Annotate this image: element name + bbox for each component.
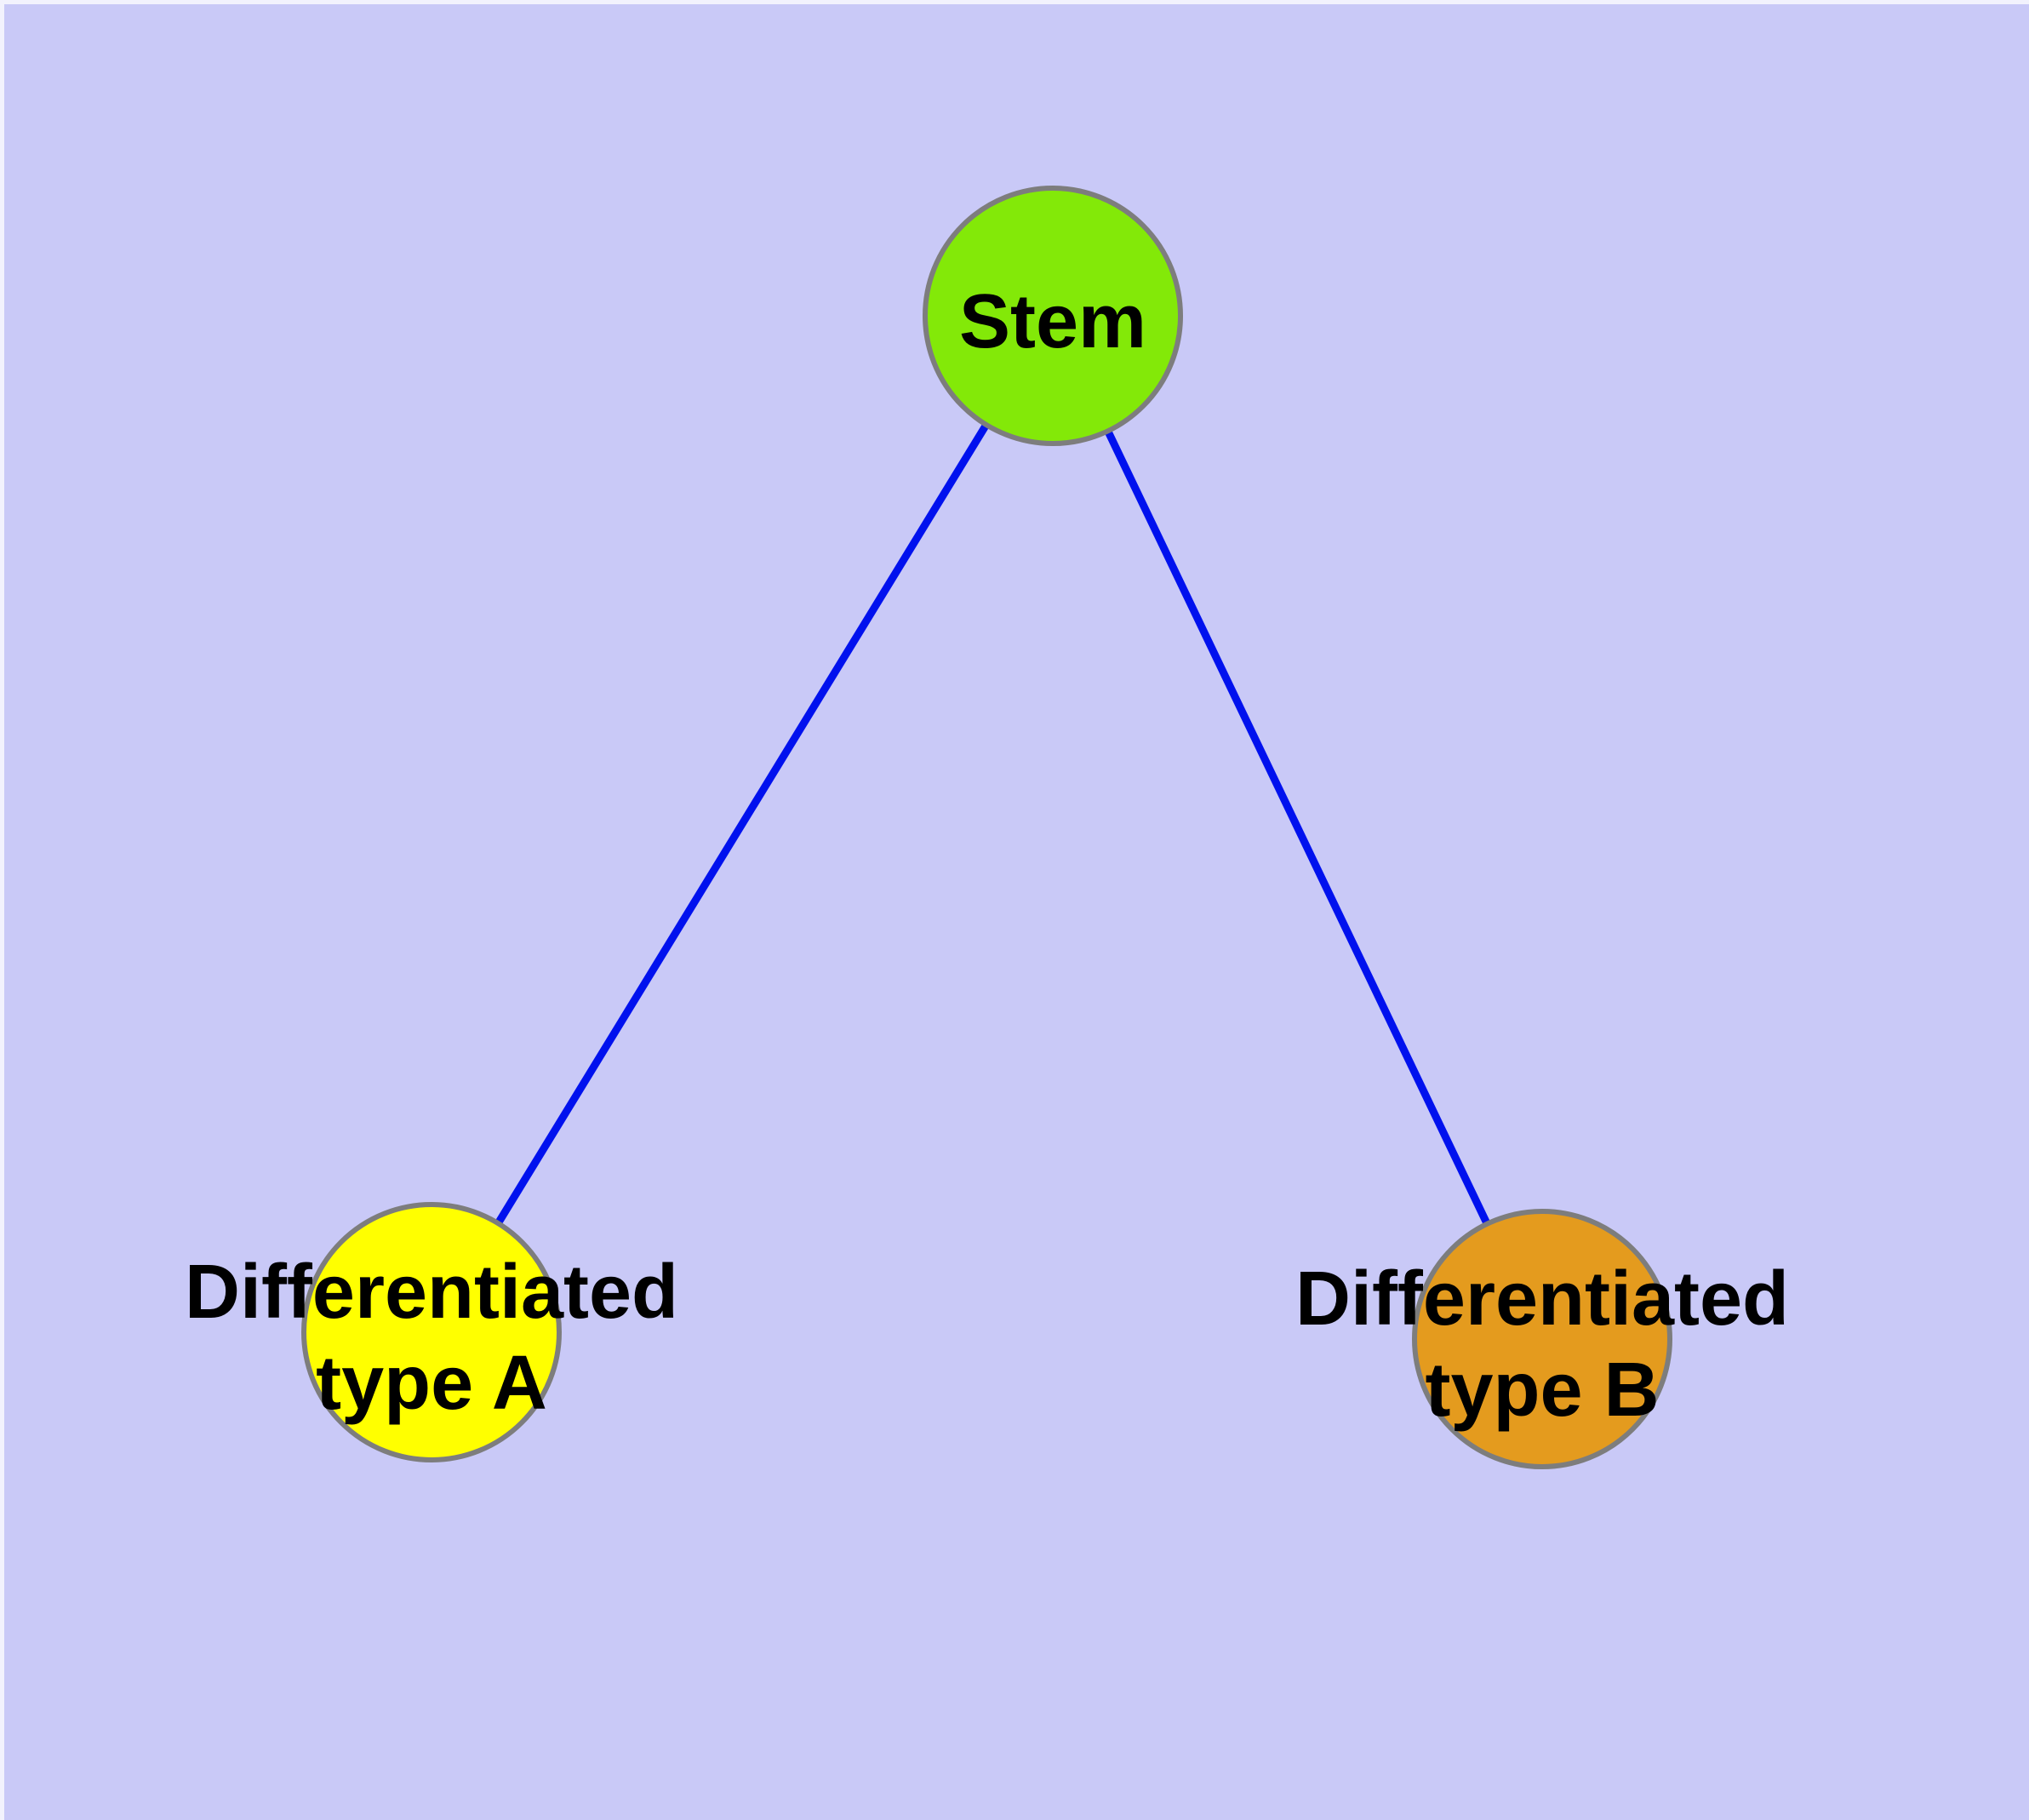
node-type-a-label-line2: type A xyxy=(316,1341,547,1426)
edge-stem-to-type-a xyxy=(428,313,1056,1335)
frame-top-edge xyxy=(0,0,2029,4)
node-type-a-label-line1: Differentiated xyxy=(185,1250,678,1335)
node-stem xyxy=(923,186,1183,446)
node-differentiated-type-b xyxy=(1412,1209,1672,1469)
node-stem-label: Stem xyxy=(959,279,1146,364)
edge-stem-to-type-b xyxy=(1049,314,1546,1341)
node-type-b-label-line1: Differentiated xyxy=(1295,1256,1789,1342)
node-differentiated-type-a xyxy=(301,1202,562,1462)
frame-left-edge xyxy=(0,0,4,1820)
node-type-b-label-line2: type B xyxy=(1425,1348,1659,1433)
